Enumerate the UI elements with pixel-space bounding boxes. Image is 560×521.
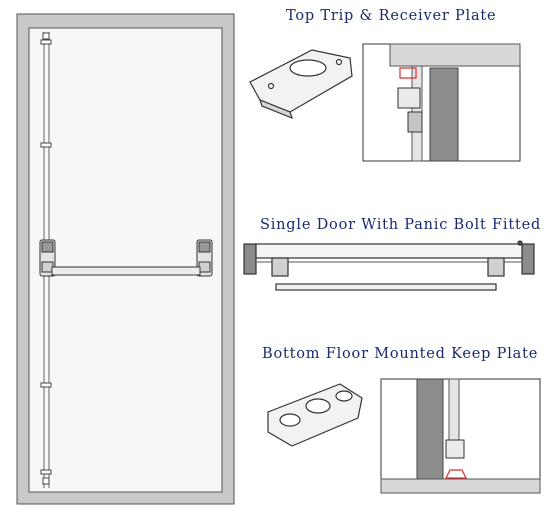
caption-single-door: Single Door With Panic Bolt Fitted (260, 217, 542, 233)
top-trip-plate-illustration (249, 49, 353, 120)
panic-mechanism-right (196, 239, 213, 277)
red-highlight (445, 469, 467, 479)
single-door-plan (243, 240, 535, 291)
caption-bottom-plate: Bottom Floor Mounted Keep Plate (262, 346, 539, 362)
red-highlight (399, 67, 417, 79)
floor-keep-plate-illustration (267, 383, 363, 447)
caption-top-trip: Top Trip & Receiver Plate (286, 8, 497, 24)
door-leaf (28, 27, 223, 493)
push-bar (51, 266, 201, 276)
keep-plate-detail (380, 378, 541, 494)
door-elevation (16, 13, 235, 505)
receiver-plate-detail (362, 43, 521, 162)
rod-guides (40, 32, 52, 485)
